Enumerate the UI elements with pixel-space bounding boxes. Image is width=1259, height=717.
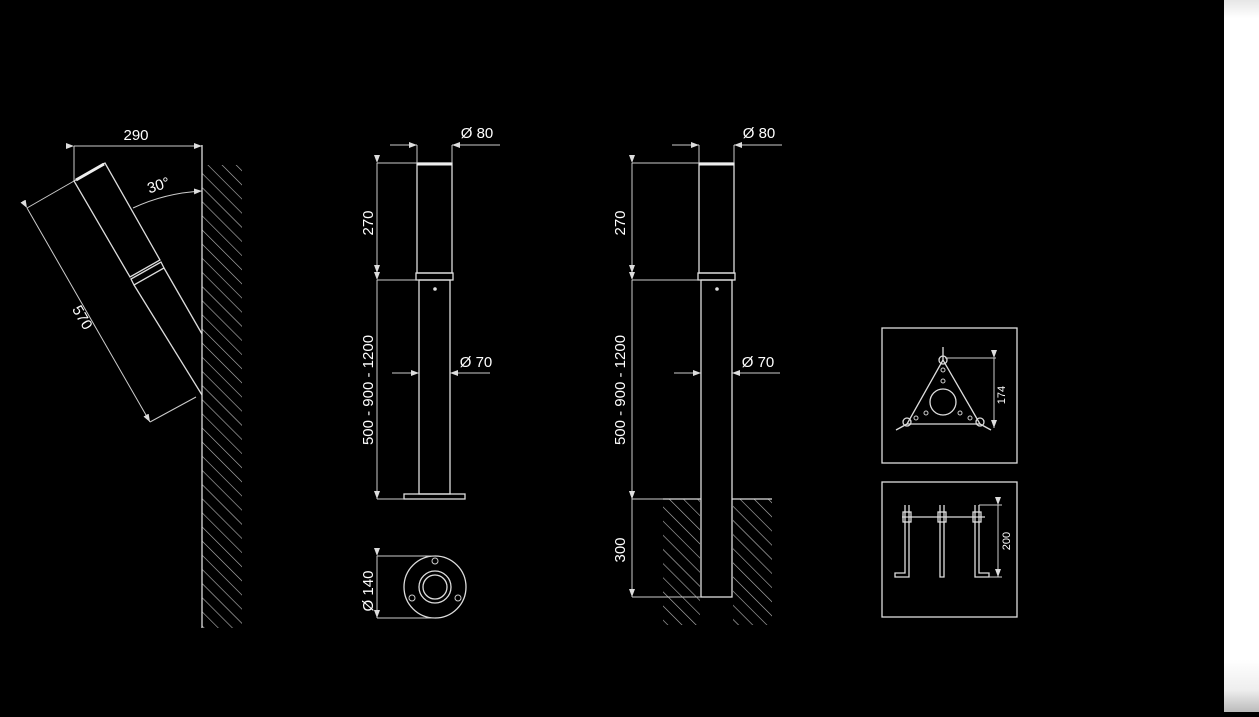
drawing-canvas: 290 30° 570 270 500 - 900 - 1200 Ø 80 Ø … xyxy=(20,125,1018,628)
base-plate xyxy=(403,493,466,500)
lamp-head xyxy=(416,162,453,274)
length-label: 570 xyxy=(68,303,95,333)
base-diameter-label: Ø 140 xyxy=(360,571,377,612)
pole-diameter-label: Ø 70 xyxy=(742,354,775,371)
head-height-label: 270 xyxy=(360,210,377,235)
head-diameter-label: Ø 80 xyxy=(743,125,776,142)
base-plan-view xyxy=(403,555,467,619)
pole-heights-label: 500 - 900 - 1200 xyxy=(612,335,629,445)
standard-bollard-view: 270 500 - 900 - 1200 Ø 80 Ø 70 Ø 140 xyxy=(360,125,500,619)
buried-bollard-view: 270 500 - 900 - 1200 300 Ø 80 Ø 70 xyxy=(612,125,782,625)
head-height-label: 270 xyxy=(612,210,629,235)
side-panel-edge xyxy=(1224,0,1259,712)
pole-diameter-label: Ø 70 xyxy=(460,354,493,371)
technical-drawing: 290 30° 570 270 500 - 900 - 1200 Ø 80 Ø … xyxy=(20,125,1018,628)
width-label: 290 xyxy=(123,127,148,144)
bolt-height-label: 200 xyxy=(1001,532,1013,550)
plate-height-label: 174 xyxy=(996,386,1008,404)
head-diameter-label: Ø 80 xyxy=(461,125,494,142)
angle-label: 30° xyxy=(145,174,172,197)
wall-mount-view: 290 30° 570 xyxy=(20,127,242,628)
lamp-pole xyxy=(700,279,733,598)
lamp-pole xyxy=(133,284,203,396)
lamp-head xyxy=(698,162,735,274)
burial-depth-label: 300 xyxy=(612,537,629,562)
anchor-plate-view: 174 xyxy=(881,327,1018,464)
anchor-bolts-view: 200 xyxy=(881,481,1018,618)
lamp-pole xyxy=(418,279,451,495)
wall-hatch xyxy=(202,165,242,628)
pole-heights-label: 500 - 900 - 1200 xyxy=(360,335,377,445)
